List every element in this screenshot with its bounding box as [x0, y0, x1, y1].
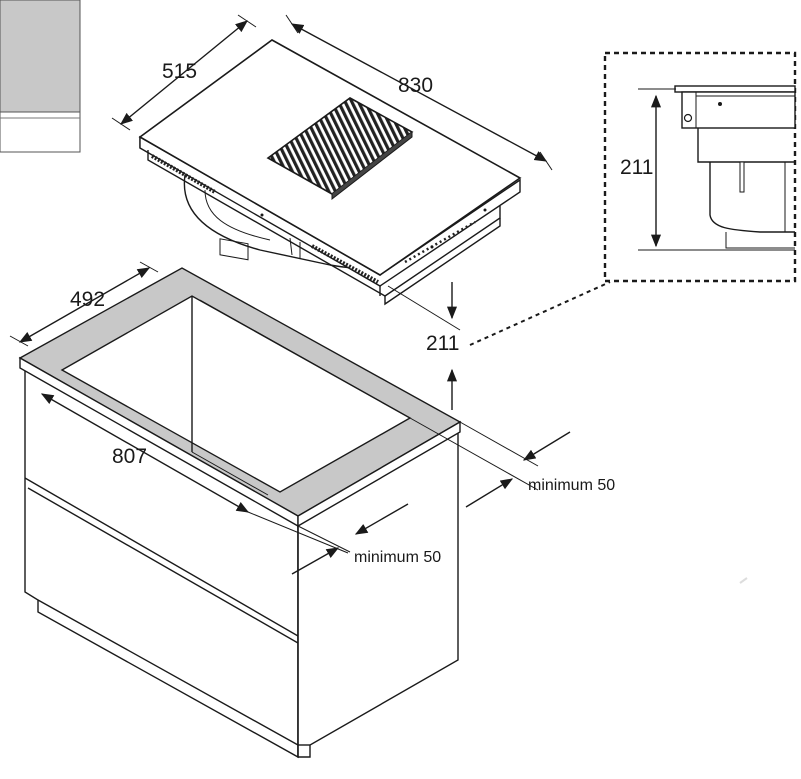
dim-hob-depth: 515	[111, 14, 257, 131]
detail-height-label: 211	[620, 156, 653, 179]
min-front-label: minimum 50	[354, 549, 441, 566]
gray-panel	[0, 0, 81, 153]
dim-min-front: minimum 50	[247, 503, 441, 575]
dim-hob-width: 830	[285, 14, 553, 171]
faint-mark	[739, 577, 748, 584]
dim-min-right: minimum 50	[409, 417, 615, 508]
callout-line	[469, 281, 611, 346]
detail-box: 211	[603, 51, 797, 283]
dim-hob-height: 211	[387, 282, 461, 410]
cutout-width-label: 807	[112, 445, 147, 468]
hob-width-label: 830	[398, 74, 433, 97]
dim-cutout-width: 807	[40, 393, 250, 513]
min-right-label: minimum 50	[528, 477, 615, 494]
hob-height-label: 211	[426, 332, 459, 355]
dim-cutout-depth: 492	[9, 261, 159, 347]
cutout-depth-label: 492	[70, 288, 105, 311]
hob-depth-label: 515	[162, 60, 197, 83]
